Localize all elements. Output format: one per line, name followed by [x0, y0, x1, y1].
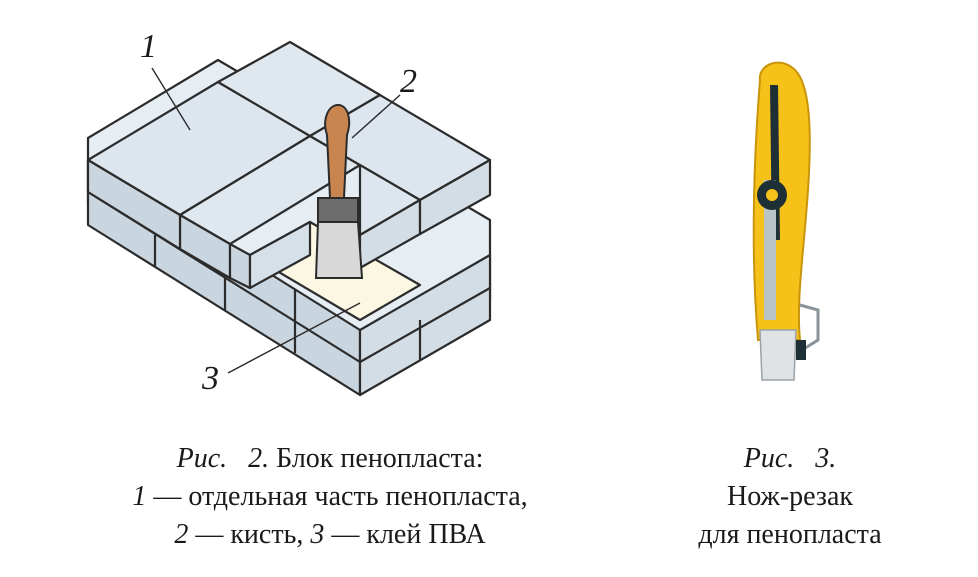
knife-illustration [700, 40, 880, 410]
fig-number: 2. [248, 443, 270, 474]
caption-line-1: Рис. 2. Блок пенопласта: [50, 440, 610, 478]
item-number-1: 1 [132, 481, 147, 512]
callout-1: 1 [140, 28, 157, 65]
caption-line-3: для пенопласта [698, 519, 882, 550]
figure-2-caption: Рис. 2. Блок пенопласта: 1 — отдельная ч… [50, 440, 610, 554]
fig-word: Рис. [743, 443, 795, 474]
item-number-2: 2 [174, 519, 189, 550]
fig-word: Рис. [176, 443, 228, 474]
foam-cutter-knife-drawing [752, 61, 820, 381]
item-text-3: — клей ПВА [331, 519, 486, 550]
caption-line-2: Нож-резак [726, 481, 854, 512]
caption-line-2: 1 — отдельная часть пенопласта, [50, 478, 610, 516]
callout-3: 3 [202, 360, 219, 397]
callout-2: 2 [400, 63, 417, 100]
item-text-1: — отдельная часть пенопласта, [153, 481, 528, 512]
item-text-2: — кисть, [195, 519, 304, 550]
foam-block-illustration: 1 2 3 [60, 20, 520, 400]
fig-title: Блок пенопласта: [276, 443, 484, 474]
caption-line-1: Рис. 3. [640, 440, 940, 478]
fig-number: 3. [815, 443, 837, 474]
figure-3-caption: Рис. 3. Нож-резак для пенопласта [640, 440, 940, 554]
item-number-3: 3 [310, 519, 325, 550]
foam-block-drawing [86, 40, 492, 397]
caption-line-3: 2 — кисть, 3 — клей ПВА [50, 516, 610, 554]
